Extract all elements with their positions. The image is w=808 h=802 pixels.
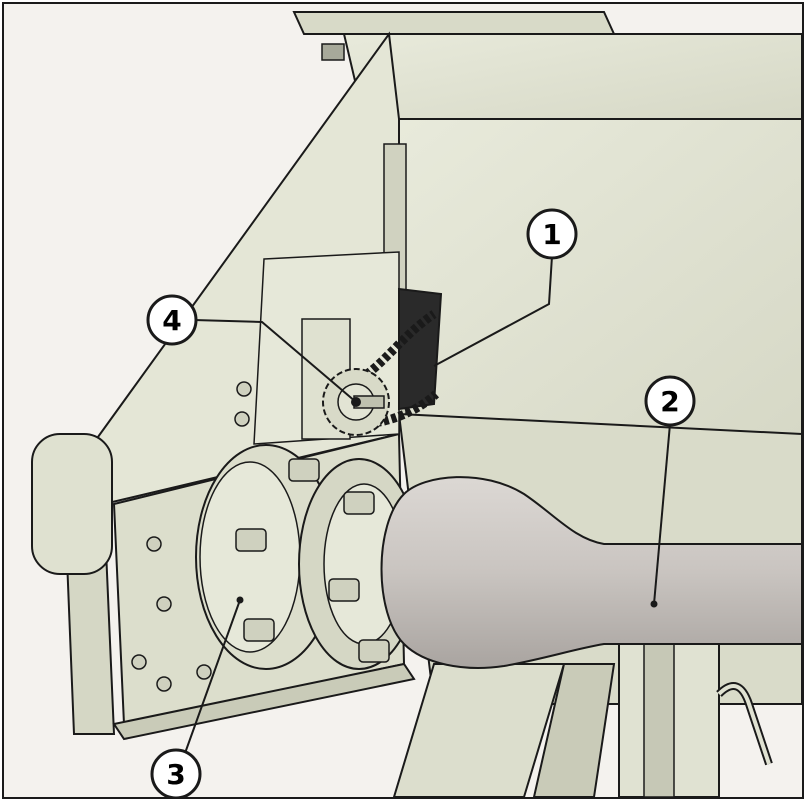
callout-1: 1 (526, 208, 578, 260)
leader-lines (183, 255, 671, 757)
leader-line-4 (193, 319, 357, 403)
motor-block (31, 433, 113, 575)
callout-4-label: 4 (162, 304, 181, 337)
machine-illustration: 1 2 3 4 (31, 11, 802, 797)
callout-3-label: 3 (166, 758, 185, 791)
callout-2-label: 2 (660, 385, 679, 418)
callout-4: 4 (146, 294, 198, 346)
chain-window (398, 287, 443, 411)
top-housing (292, 11, 802, 120)
leader-line-2 (653, 423, 671, 605)
leader-line-1 (433, 255, 553, 367)
callout-1-label: 1 (542, 218, 561, 251)
callout-2: 2 (644, 375, 696, 427)
leader-line-3 (183, 599, 241, 757)
coupling-flange (195, 444, 420, 670)
lower-supports (392, 633, 773, 797)
callout-3: 3 (150, 748, 202, 797)
